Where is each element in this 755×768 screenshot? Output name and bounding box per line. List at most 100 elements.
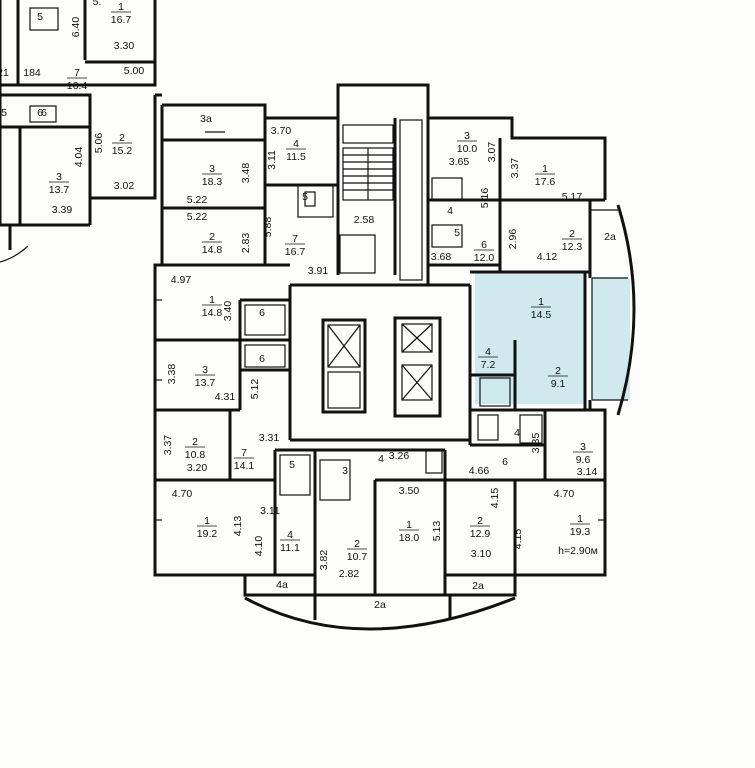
dimension-label: 4.04 — [73, 147, 85, 168]
room-label: 212.9 — [470, 515, 491, 540]
room-area: 19.3 — [570, 526, 591, 538]
room-number: 4 — [447, 205, 453, 217]
dimension-label: 3.11 — [260, 505, 280, 517]
room-area: 9.6 — [576, 454, 591, 466]
room-number: 7 — [74, 67, 80, 79]
room-label: 5 — [302, 191, 308, 203]
dimension-label: 3.40 — [222, 301, 234, 322]
dimension-label: 4.12 — [537, 251, 558, 263]
room-label: 6 — [502, 456, 508, 468]
dimension-label: 3.07 — [486, 142, 498, 163]
dimension-label: 3.26 — [389, 450, 410, 462]
room-number: 4 — [514, 427, 520, 439]
dimension-label: 5.13 — [431, 521, 443, 542]
dimension-label: 4.70 — [554, 488, 575, 500]
room-label: 114.5 — [531, 296, 552, 321]
balcony-label: 2a — [374, 599, 386, 611]
room-number: 1 — [577, 513, 583, 525]
dimension-label: 3.31 — [259, 432, 280, 444]
dimension-label: 3.39 — [52, 204, 73, 216]
room-number: 6 — [502, 456, 508, 468]
room-area: 9.1 — [551, 378, 566, 390]
interior-walls — [155, 118, 605, 595]
room-label: 4 — [514, 427, 520, 439]
room-area: 7.2 — [481, 359, 496, 371]
room-area: 14.5 — [531, 309, 552, 321]
room-label: 116.7 — [111, 1, 132, 26]
room-number: 6 — [259, 307, 265, 319]
room-label: 5 — [454, 227, 460, 239]
balcony-label: 3a — [200, 113, 212, 125]
dimension-label: 3.02 — [114, 180, 135, 192]
room-label: 6 — [259, 307, 265, 319]
room-area: 10.8 — [185, 449, 206, 461]
room-label: 411.5 — [286, 138, 306, 163]
dimension-label: 3.20 — [187, 462, 208, 474]
room-number: 2 — [477, 515, 483, 527]
dimension-label: 3.91 — [308, 265, 329, 277]
room-area: 16.7 — [111, 14, 132, 26]
neighbour-section-walls — [0, 0, 162, 263]
dimension-label: 4.70 — [172, 488, 193, 500]
dimension-label: 5.00 — [124, 65, 145, 77]
room-number: 7 — [292, 233, 298, 245]
dimension-label: 5.17 — [562, 191, 583, 203]
room-area: 16.7 — [285, 246, 306, 258]
dimension-label: 2.96 — [507, 229, 519, 250]
staircase — [342, 119, 423, 281]
room-number: 5 — [454, 227, 460, 239]
dimension-label: 4.15 — [512, 529, 524, 550]
room-number: 1 — [204, 515, 210, 527]
dimension-label: 3.70 — [271, 125, 292, 137]
elevator-shafts — [321, 316, 442, 418]
room-label: 612.0 — [474, 239, 495, 264]
dimension-label: 3.48 — [240, 163, 252, 184]
dimension-label: 4.97 — [171, 274, 192, 286]
room-area: 12.3 — [562, 241, 583, 253]
dimension-label: 3.11 — [266, 150, 278, 170]
dimension-label: 5 — [1, 107, 7, 119]
dimension-label: 3.37 — [162, 435, 174, 456]
dimension-label: 3.14 — [577, 466, 598, 478]
room-number: 3 — [56, 171, 62, 183]
room-label: 5 — [37, 11, 43, 23]
selected-apartment-highlight — [475, 272, 585, 404]
room-label: 39.6 — [573, 441, 593, 466]
room-area: 14.8 — [202, 244, 223, 256]
room-number: 1 — [406, 519, 412, 531]
dimension-label: 4.15 — [489, 488, 501, 509]
room-number: 3 — [209, 163, 215, 175]
room-number: 4 — [287, 529, 293, 541]
room-area: 13.7 — [49, 184, 70, 196]
dimension-label: 3.68 — [431, 251, 452, 263]
room-number: 2 — [569, 228, 575, 240]
room-area: 18.0 — [399, 532, 420, 544]
dimension-label: 6 — [41, 107, 47, 119]
room-area: 13.7 — [195, 377, 216, 389]
room-area: 18.3 — [202, 176, 223, 188]
room-number: 2 — [555, 365, 561, 377]
room-area: 12.9 — [470, 528, 491, 540]
room-label: 114.8 — [202, 294, 223, 319]
balcony-label: 2a — [472, 580, 484, 592]
selected-balcony-highlight — [592, 278, 630, 400]
room-area: 11.1 — [280, 542, 300, 554]
room-number: 2 — [209, 231, 215, 243]
dimension-label: 3.30 — [114, 40, 135, 52]
room-area: 10.7 — [347, 551, 368, 563]
room-area: 10.0 — [457, 143, 478, 155]
dimension-label: 5.06 — [93, 133, 105, 154]
room-label: 117.6 — [535, 163, 556, 188]
room-label: 716.7 — [285, 233, 306, 258]
room-number: 3 — [464, 130, 470, 142]
dimension-label: 4.31 — [215, 391, 236, 403]
room-label: 4 — [378, 453, 384, 465]
room-label: 716.4 — [67, 67, 88, 92]
room-number: 7 — [241, 447, 247, 459]
dimension-label: 3.50 — [399, 485, 420, 497]
room-label: 411.1 — [280, 529, 300, 554]
room-label: 318.3 — [202, 163, 223, 188]
dimension-label: 3.10 — [471, 548, 492, 560]
room-label: 313.7 — [195, 364, 216, 389]
